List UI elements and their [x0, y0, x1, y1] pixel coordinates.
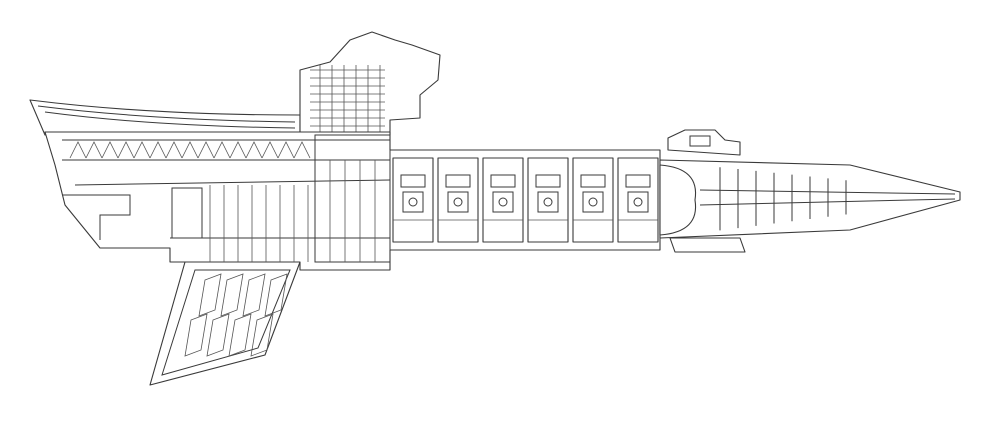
fin-cell	[220, 273, 244, 317]
prow-sail	[29, 99, 301, 136]
fin-cell	[242, 273, 266, 317]
bay-frame	[437, 157, 479, 243]
fin-cell	[250, 313, 274, 357]
bay-cannon-port	[408, 197, 418, 207]
bay-hatch	[400, 174, 426, 188]
bay-cannon	[537, 191, 559, 213]
truss-segment	[165, 141, 183, 159]
truss-segment	[229, 141, 247, 159]
bay-frame	[617, 157, 659, 243]
fin-cell	[264, 273, 288, 317]
bay-hatch	[445, 174, 471, 188]
truss-segment	[213, 141, 231, 159]
tower-details	[310, 65, 385, 132]
truss-segment	[197, 141, 215, 159]
truss-segment	[69, 141, 87, 159]
dorsal-turret	[667, 129, 741, 156]
truss-segment	[181, 141, 199, 159]
engine-section	[659, 159, 961, 253]
bay-cannon-port	[633, 197, 643, 207]
bay-cannon-port	[543, 197, 553, 207]
bay-cannon	[582, 191, 604, 213]
bay-cannon	[447, 191, 469, 213]
bay-frame	[572, 157, 614, 243]
hull-ribs	[209, 160, 376, 262]
command-tower	[299, 31, 441, 136]
truss-lattice	[69, 141, 311, 159]
fin-cell	[184, 313, 208, 357]
fin-cell	[206, 313, 230, 357]
bay-frame	[527, 157, 569, 243]
bay-cannon	[627, 191, 649, 213]
fin-cell	[228, 313, 252, 357]
truss-segment	[245, 141, 263, 159]
engine-ribs	[719, 167, 847, 231]
bay-hatch	[535, 174, 561, 188]
bay-cannon-port	[453, 197, 463, 207]
bay-cannon	[492, 191, 514, 213]
bay-hatch	[625, 174, 651, 188]
fin-cell	[198, 273, 222, 317]
truss-segment	[293, 141, 311, 159]
bay-cannon-port	[588, 197, 598, 207]
lower-fin	[149, 261, 301, 386]
bay-hatch	[490, 174, 516, 188]
truss-segment	[149, 141, 167, 159]
truss-segment	[117, 141, 135, 159]
truss-segment	[261, 141, 279, 159]
truss-segment	[101, 141, 119, 159]
truss-segment	[133, 141, 151, 159]
truss-segment	[277, 141, 295, 159]
bay-cannon	[402, 191, 424, 213]
bay-frame	[392, 157, 434, 243]
bay-cannon-port	[498, 197, 508, 207]
fin-cells	[184, 273, 288, 357]
bay-frame	[482, 157, 524, 243]
truss-segment	[85, 141, 103, 159]
bay-hatch	[580, 174, 606, 188]
weapon-bays	[392, 157, 659, 243]
